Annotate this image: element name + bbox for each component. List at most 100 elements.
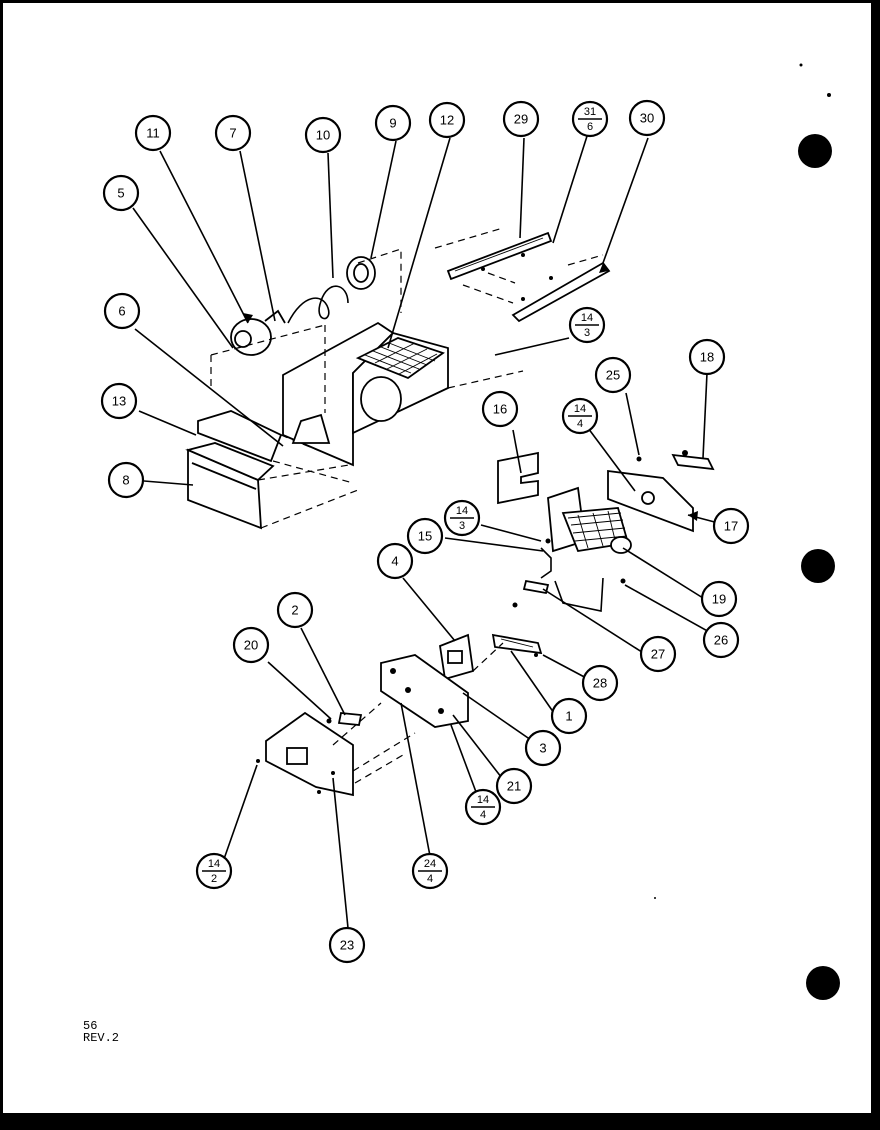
callout-label: 6 bbox=[118, 304, 125, 319]
callout-12: 12 bbox=[428, 101, 466, 139]
bin-outlet bbox=[360, 376, 402, 422]
callout-label: 30 bbox=[640, 111, 654, 126]
switch bbox=[491, 633, 543, 655]
callout-21: 21 bbox=[495, 767, 533, 805]
fraction-callout-14-3: 143 bbox=[568, 306, 606, 344]
callout-label: 11 bbox=[146, 126, 160, 141]
callout-label: 28 bbox=[593, 676, 607, 691]
callout-circle bbox=[481, 390, 519, 428]
punch-hole-middle bbox=[801, 549, 835, 583]
callout-label: 13 bbox=[112, 394, 126, 409]
callout-label: 1 bbox=[565, 709, 572, 724]
callout-label: 12 bbox=[440, 113, 454, 128]
callout-20: 20 bbox=[232, 626, 270, 664]
callout-label: 21 bbox=[507, 779, 521, 794]
callout-circle bbox=[524, 729, 562, 767]
shutoff-arm bbox=[540, 547, 604, 612]
bin-front-top bbox=[185, 442, 275, 482]
callout-label: 4 bbox=[391, 554, 398, 569]
callout-label: 18 bbox=[700, 350, 714, 365]
callout-label: 27 bbox=[651, 647, 665, 662]
callout-circle bbox=[100, 382, 138, 420]
ice-maker-shield bbox=[497, 451, 539, 505]
callout-label: 17 bbox=[724, 519, 738, 534]
fraction-bottom: 2 bbox=[211, 873, 217, 885]
fraction-callout-31-6: 316 bbox=[571, 100, 609, 138]
callout-circle bbox=[712, 507, 750, 545]
callout-18: 18 bbox=[688, 338, 726, 376]
ice-bin-assembly bbox=[185, 248, 524, 530]
page-number: 56 bbox=[83, 1019, 98, 1033]
fraction-top: 14 bbox=[581, 312, 593, 324]
callout-circle bbox=[702, 621, 740, 659]
fraction-bottom: 3 bbox=[459, 520, 465, 532]
callout-4: 4 bbox=[376, 542, 414, 580]
fraction-top: 14 bbox=[477, 794, 489, 806]
callout-circle bbox=[374, 104, 412, 142]
callout-6: 6 bbox=[103, 292, 141, 330]
callout-label: 8 bbox=[122, 473, 129, 488]
fraction-bottom: 3 bbox=[584, 327, 590, 339]
callout-13: 13 bbox=[100, 382, 138, 420]
callout-circle bbox=[134, 114, 172, 152]
fraction-callout-14-4: 144 bbox=[561, 397, 599, 435]
switch-bracket bbox=[671, 453, 715, 471]
callout-23: 23 bbox=[328, 926, 366, 964]
callout-circle bbox=[276, 591, 314, 629]
fraction-bottom: 4 bbox=[480, 809, 486, 821]
callout-circle bbox=[376, 542, 414, 580]
callout-2: 2 bbox=[276, 591, 314, 629]
cover-window bbox=[286, 747, 308, 765]
callout-label: 19 bbox=[712, 592, 726, 607]
callout-circle bbox=[232, 626, 270, 664]
callout-label: 20 bbox=[244, 638, 258, 653]
fraction-callout-14-4: 144 bbox=[464, 788, 502, 826]
callout-26: 26 bbox=[702, 621, 740, 659]
fraction-bottom: 6 bbox=[587, 121, 593, 133]
callout-label: 16 bbox=[493, 402, 507, 417]
revision-label: REV.2 bbox=[83, 1031, 120, 1045]
fraction-callout-24-4: 244 bbox=[411, 852, 449, 890]
callout-label: 10 bbox=[316, 128, 330, 143]
auger-opening bbox=[291, 413, 331, 444]
fraction-top: 31 bbox=[584, 106, 596, 118]
callout-label: 3 bbox=[539, 741, 546, 756]
callout-circle bbox=[495, 767, 533, 805]
callout-16: 16 bbox=[481, 390, 519, 428]
callout-circle bbox=[103, 292, 141, 330]
callout-circle bbox=[594, 356, 632, 394]
callout-label: 7 bbox=[229, 126, 236, 141]
callout-7: 7 bbox=[214, 114, 252, 152]
callout-circle bbox=[107, 461, 145, 499]
callout-28: 28 bbox=[581, 664, 619, 702]
exploded-parts-diagram: 1171091229305613816251817154192627281220… bbox=[100, 63, 840, 1000]
callout-17: 17 bbox=[712, 507, 750, 545]
callout-circle bbox=[700, 580, 738, 618]
callout-label: 23 bbox=[340, 938, 354, 953]
callout-8: 8 bbox=[107, 461, 145, 499]
callout-circle bbox=[628, 99, 666, 137]
callout-25: 25 bbox=[594, 356, 632, 394]
callout-label: 25 bbox=[606, 368, 620, 383]
fraction-callout-14-3: 143 bbox=[443, 499, 481, 537]
callout-11: 11 bbox=[134, 114, 172, 152]
control-box-assembly bbox=[256, 633, 504, 797]
fraction-top: 14 bbox=[574, 403, 586, 415]
punch-hole-bottom bbox=[806, 966, 840, 1000]
bin-grille bbox=[355, 337, 445, 380]
callout-label: 2 bbox=[291, 603, 298, 618]
callout-circle bbox=[304, 116, 342, 154]
callout-9: 9 bbox=[374, 104, 412, 142]
fraction-top: 24 bbox=[424, 858, 436, 870]
callout-circle bbox=[688, 338, 726, 376]
leader-lines bbox=[132, 132, 727, 929]
callout-label: 9 bbox=[389, 116, 396, 131]
fraction-bottom: 4 bbox=[427, 873, 433, 885]
callout-circle bbox=[428, 101, 466, 139]
fraction-callout-14-2: 142 bbox=[195, 852, 233, 890]
callout-circle bbox=[550, 697, 588, 735]
fraction-top: 14 bbox=[208, 858, 220, 870]
